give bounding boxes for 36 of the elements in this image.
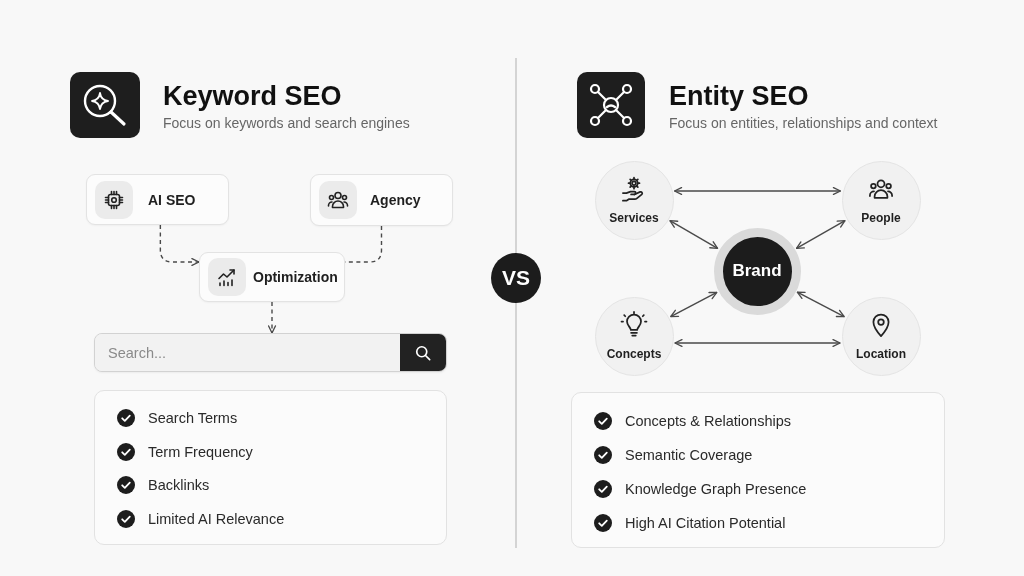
- checklist-card: [571, 392, 945, 548]
- placeholder-text: Search...: [108, 343, 167, 362]
- list-item: Term Frequency: [148, 442, 253, 461]
- tag-card: [310, 174, 453, 226]
- list-item: High AI Citation Potential: [625, 514, 786, 532]
- hub-circle: Brand: [713, 227, 801, 315]
- list-item: Semantic Coverage: [625, 446, 753, 464]
- subtitle: Focus on keywords and search engines: [163, 114, 410, 132]
- double-arrow: [670, 291, 718, 318]
- list-item: Concepts & Relationships: [625, 412, 792, 430]
- node-label: Location: [856, 346, 906, 362]
- node-label: People: [861, 210, 901, 226]
- heading: Keyword SEO: [163, 80, 342, 112]
- tag-card: [199, 252, 345, 302]
- double-arrow: [673, 186, 842, 196]
- heading: Entity SEO: [669, 80, 809, 112]
- double-arrow: [796, 291, 845, 318]
- vs-badge: VS: [491, 253, 541, 303]
- node-label: Concepts: [606, 346, 662, 362]
- node-label: Agency: [370, 191, 421, 209]
- dashed-arrow: [159, 224, 200, 267]
- double-arrow: [795, 219, 846, 250]
- double-arrow: [669, 220, 719, 249]
- node-label: Services: [609, 210, 659, 226]
- checklist-card: [94, 390, 447, 545]
- search-bar: [94, 333, 447, 372]
- tag-card: [86, 174, 229, 225]
- list-item: Search Terms: [148, 409, 238, 427]
- node-label: AI SEO: [148, 190, 196, 209]
- list-item: Knowledge Graph Presence: [625, 480, 807, 498]
- list-item: Backlinks: [148, 476, 210, 495]
- dashed-arrow: [267, 301, 277, 334]
- node-label: Optimization: [253, 268, 338, 286]
- list-item: Limited AI Relevance: [148, 510, 285, 529]
- double-arrow: [674, 338, 841, 348]
- subtitle: Focus on entities, relationships and context: [669, 114, 938, 132]
